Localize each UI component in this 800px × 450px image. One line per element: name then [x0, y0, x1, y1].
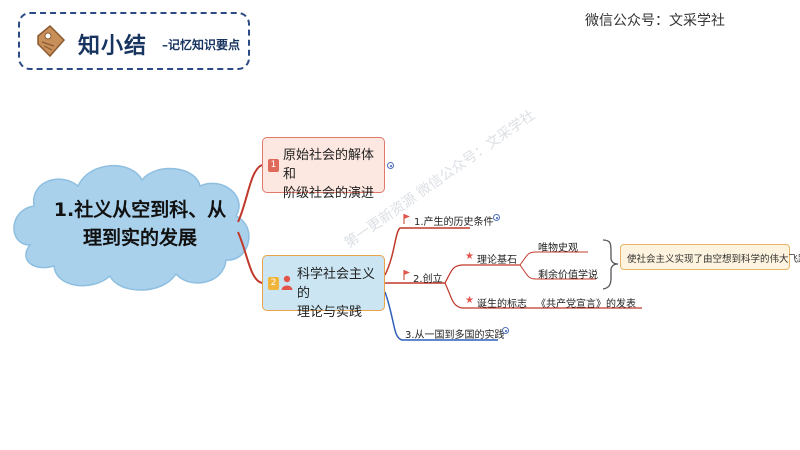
- node-manifesto[interactable]: 《共产党宣言》的发表: [536, 299, 636, 310]
- banner-title: 知小结: [78, 33, 148, 59]
- flag-icon: [403, 214, 410, 224]
- tag-icon: [37, 24, 66, 58]
- branch-number-1: 1: [268, 159, 279, 172]
- node-materialism[interactable]: 唯物史观: [538, 243, 578, 254]
- branch-node-1[interactable]: 1 原始社会的解体和 阶级社会的演进: [262, 137, 385, 201]
- title-banner: 知小结 –记忆知识要点: [18, 12, 250, 70]
- conclusion-text: 使社会主义实现了由空想到科学的伟大飞跃: [627, 254, 800, 265]
- connector-materialism: [519, 251, 588, 266]
- node-surplus-value[interactable]: 剩余价值学说: [538, 270, 598, 281]
- branch-node-2[interactable]: 2 科学社会主义的 理论与实践: [262, 255, 385, 320]
- branch-label-1: 原始社会的解体和 阶级社会的演进: [283, 146, 383, 203]
- node-founding[interactable]: 2.创立: [413, 274, 443, 285]
- connector-theory-base: [444, 264, 520, 284]
- flag-icon: [403, 270, 410, 280]
- central-topic-line2: 理到实的发展: [82, 227, 197, 249]
- central-topic-line1: 1.社义从空到科、从: [53, 199, 227, 221]
- branch-label-2: 科学社会主义的 理论与实践: [297, 265, 385, 322]
- connector-birth-mark: [444, 282, 526, 309]
- conclusion-node[interactable]: 使社会主义实现了由空想到科学的伟大飞跃: [620, 244, 800, 270]
- star-icon: ★: [465, 251, 474, 262]
- branch-label-2-line2: 理论与实践: [297, 305, 363, 320]
- banner-subtitle: –记忆知识要点: [162, 38, 241, 52]
- expand-icon[interactable]: [387, 162, 394, 169]
- connector-surplus: [519, 264, 596, 280]
- expand-icon[interactable]: [502, 327, 509, 334]
- central-cloud: [13, 165, 250, 291]
- branch-label-1-line2: 阶级社会的演进: [283, 186, 375, 201]
- branch-label-1-line1: 原始社会的解体和: [283, 148, 375, 182]
- node-theory-base[interactable]: 理论基石: [477, 255, 517, 266]
- person-icon: [281, 275, 293, 290]
- connector-origin: [384, 227, 470, 276]
- node-practice[interactable]: 3.从一国到多国的实践: [405, 330, 505, 341]
- wechat-account: 微信公众号：文采学社: [585, 13, 725, 29]
- branch-number-2: 2: [268, 277, 279, 290]
- star-icon: ★: [465, 295, 474, 306]
- connector-practice: [384, 291, 498, 341]
- connector-cloud-branch1: [237, 164, 263, 223]
- expand-icon[interactable]: [493, 214, 500, 221]
- node-origin[interactable]: 1.产生的历史条件: [414, 217, 494, 228]
- branch-label-2-line1: 科学社会主义的: [297, 267, 376, 301]
- connector-cloud-branch2: [237, 231, 263, 284]
- node-birth-mark[interactable]: 诞生的标志: [477, 299, 527, 310]
- brace-icon: [602, 239, 619, 290]
- central-topic: 1.社义从空到科、从 理到实的发展: [40, 196, 240, 252]
